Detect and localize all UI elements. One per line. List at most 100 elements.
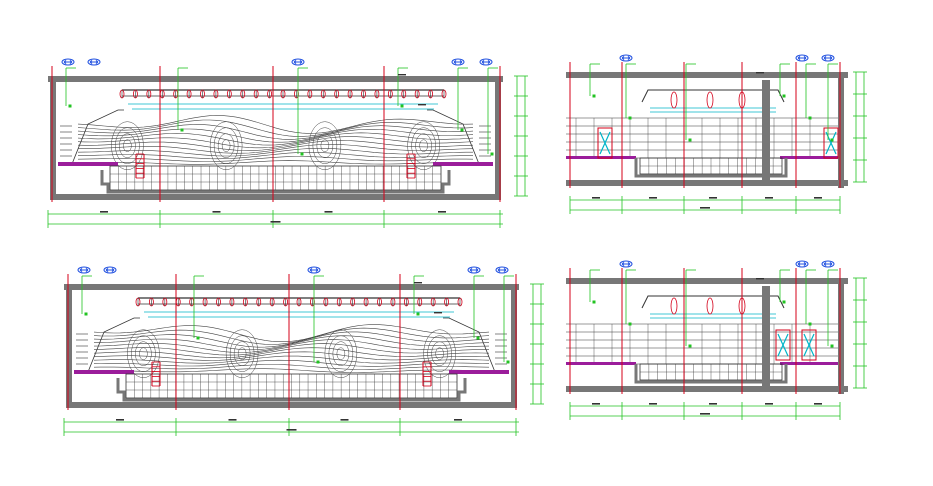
contour-line-3 [77,128,474,143]
leader-dot [196,336,200,340]
leader-callout-3 [413,275,424,316]
leader-callout-2 [313,275,324,364]
dim-text-0 [100,211,108,213]
dim-text-2 [709,197,717,199]
column [762,80,770,186]
glass-door-1 [801,329,817,361]
marker-ring [61,58,75,66]
leader-dot [782,94,786,98]
contour-loop-2-3 [312,127,338,164]
section-c [63,266,544,436]
section-marker-icon-3 [451,58,465,66]
leader-dot [808,322,812,326]
contour-line-7 [93,351,490,361]
contour-loop-0-3 [131,335,156,372]
leader-dot [592,300,596,304]
column [762,286,770,392]
wall-right [838,78,844,188]
section-marker-icon-1 [795,54,809,62]
leader-callout-0 [589,269,600,304]
leader-callout-1 [625,63,636,120]
pit-wall [634,364,788,384]
floor-slab [566,180,848,186]
dim-text-2 [324,211,333,213]
vertical-dimensions [853,71,867,183]
marker-arrow [823,262,833,266]
ceiling-lamp-0 [670,297,678,315]
contour-loop-1-2 [217,133,235,158]
marker-arrow [293,60,303,64]
side-frame-left [87,317,140,373]
contour-line-5 [77,136,474,149]
contour-line-1 [93,327,490,345]
dim-text-0 [116,419,124,421]
floor-band-right [449,370,509,374]
dim-text-2 [709,403,717,405]
contour-line-8 [77,148,473,157]
leader-callout-5 [827,63,838,142]
contour-loop-0-1 [123,139,132,152]
marker-ring [467,266,481,274]
leader-callout-2 [685,269,696,348]
contour-loop-2-1 [336,347,346,360]
level-tag-top [756,72,764,74]
door-frame [597,127,613,159]
leader-callout-0 [589,63,600,98]
marker-arrow [63,60,73,64]
leader-dot [300,152,304,156]
section-marker-icon-1 [87,58,101,66]
contour-loop-2-4 [308,121,342,170]
floor-slab [50,194,501,200]
section-marker-icon-4 [479,58,493,66]
contour-loop-0-1 [139,347,148,360]
pit-tile-grid [639,363,783,381]
contour-loop-3-1 [419,139,428,152]
marker-arrow [621,56,631,60]
wall-right [511,290,517,408]
marker-ring [619,54,633,62]
marker-arrow [797,262,807,266]
level-tag-top [756,278,764,280]
dim-text-1 [228,419,237,421]
marker-ring [795,54,809,62]
leader-dot [400,104,404,108]
level-tag-top [414,282,422,284]
leader-dot [628,322,632,326]
dim-text-1 [212,211,221,213]
ceiling-cornice [135,297,463,318]
dim-text-3 [765,197,773,199]
contour-loop-2-2 [316,133,334,158]
marker-arrow [497,268,507,272]
level-tag-top [398,74,406,76]
leader-callout-5 [503,275,514,364]
leader-dot [808,116,812,120]
wall-right [838,284,844,394]
marker-arrow [79,268,89,272]
floor-slab [66,402,517,408]
ceiling-box [641,89,785,103]
leader-dot [460,128,464,132]
leader-dot [84,312,88,316]
leader-callout-3 [779,269,790,304]
contour-loop-0-4 [111,121,144,170]
ladder-right [422,361,432,387]
ladder-left [151,361,161,387]
vertical-dimensions [514,75,528,197]
contour-loop-2-4 [324,329,358,378]
floor-band-right [780,362,838,365]
dim-text-0 [592,403,600,405]
vertical-dimensions [853,277,867,389]
contour-loop-2-3 [328,335,354,372]
leader-dot [476,336,480,340]
leader-callout-3 [779,63,790,98]
section-marker-icon-2 [291,58,305,66]
marker-ring [619,260,633,268]
section-marker-icon-0 [619,54,633,62]
level-tag-2 [418,104,426,106]
marker-arrow [481,60,491,64]
leader-dot [180,128,184,132]
dim-text-total [700,413,710,415]
leader-callout-4 [805,269,816,326]
pit-tile-grid [109,165,442,191]
